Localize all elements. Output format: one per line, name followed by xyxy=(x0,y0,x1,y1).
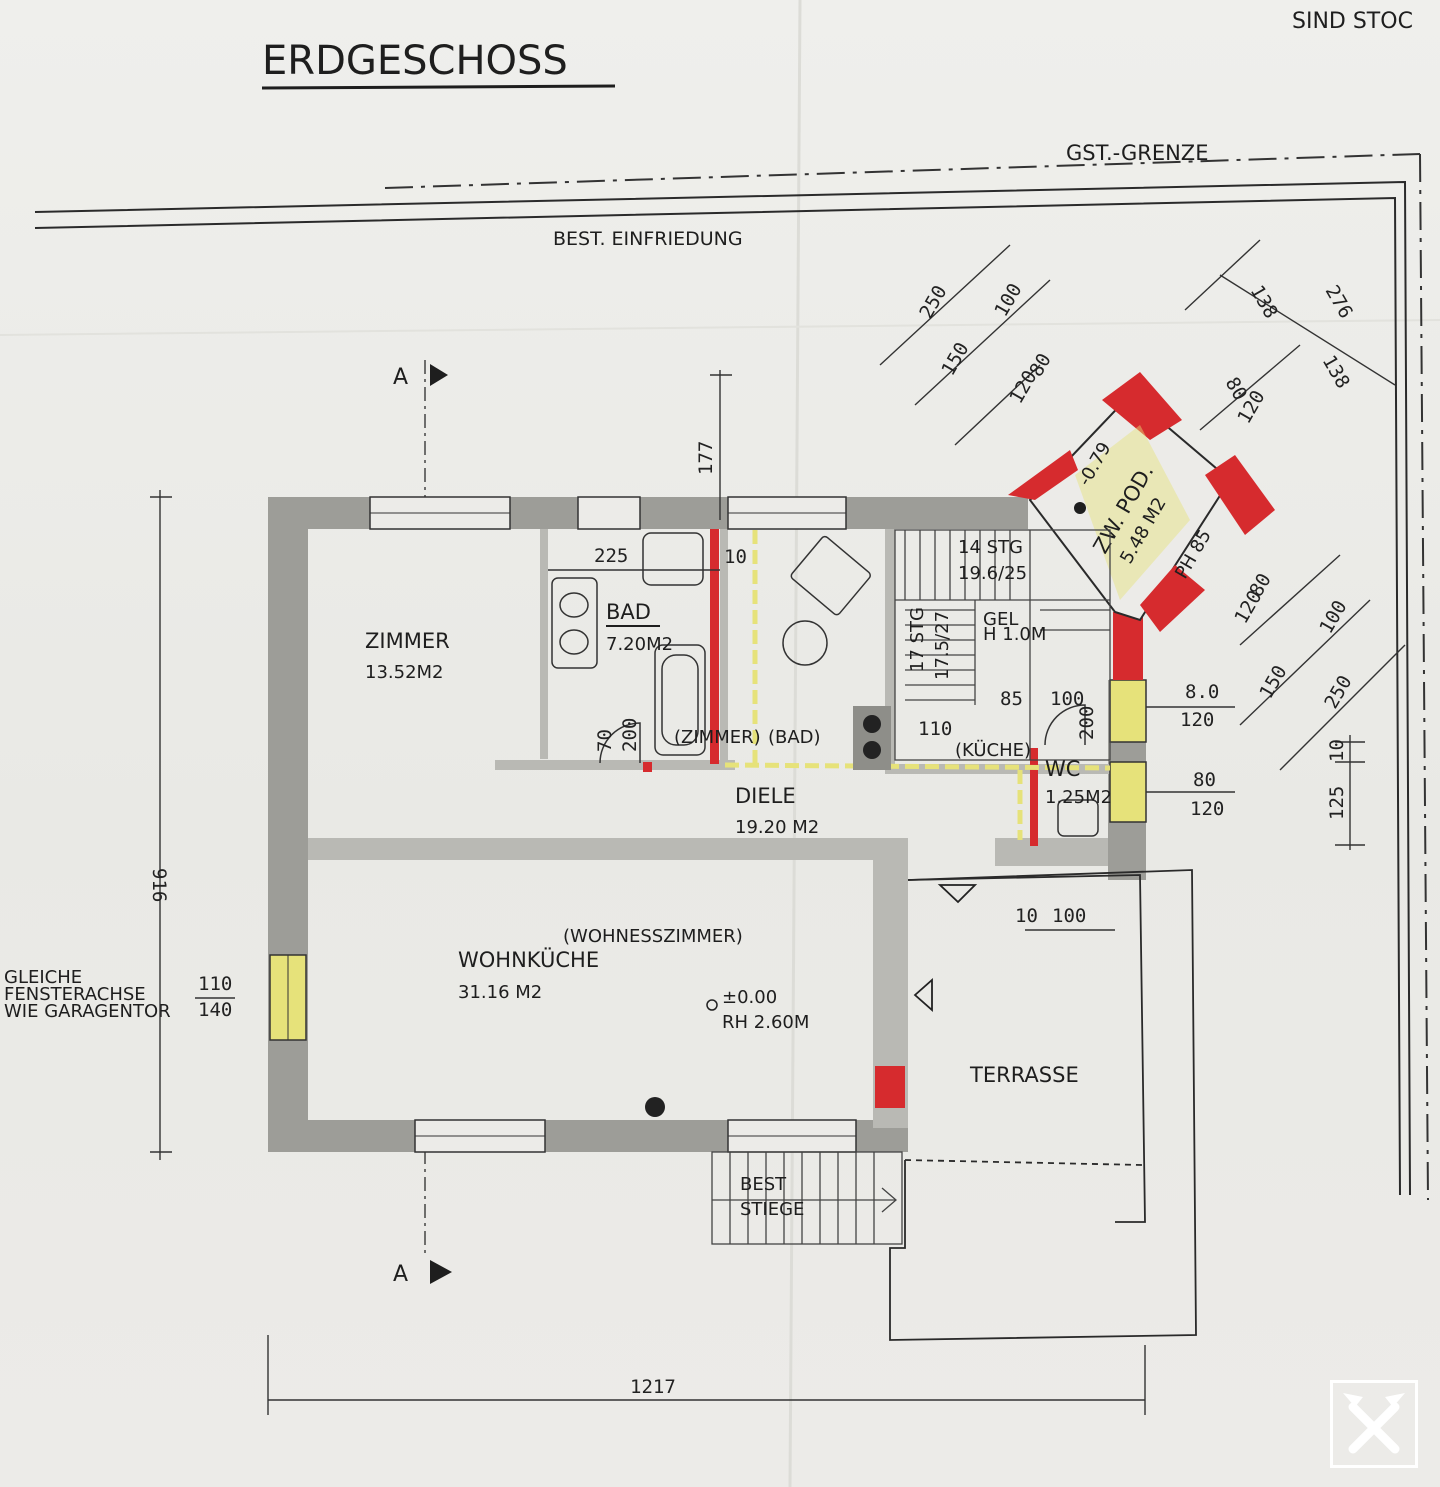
section-marker-bottom: A xyxy=(393,1150,452,1287)
column-marker xyxy=(645,1097,665,1117)
room-bad-name: BAD xyxy=(606,600,651,624)
level-label: ±0.00 xyxy=(722,987,777,1008)
window-right-yellow xyxy=(1109,679,1147,743)
room-wc-name: WC xyxy=(1045,757,1080,781)
dim-916: 916 xyxy=(148,868,170,902)
dim-100: 100 xyxy=(990,280,1026,321)
outer-walls xyxy=(268,497,1146,1152)
dim-200: 200 xyxy=(1076,706,1098,740)
dim-177: 177 xyxy=(695,441,717,475)
room-zimmer-area: 13.52M2 xyxy=(365,662,444,683)
window-axis-note-1: GLEICHE xyxy=(4,967,82,988)
windows-bottom xyxy=(414,1119,857,1153)
room-wohnkueche-area: 31.16 M2 xyxy=(458,982,542,1003)
dim-70: 70 xyxy=(594,729,616,752)
title-underline xyxy=(261,84,616,90)
room-diele-area: 19.20 M2 xyxy=(735,817,819,838)
dim-138: 138 xyxy=(1318,352,1354,393)
dim-110: 110 xyxy=(918,718,952,740)
new-walls-red xyxy=(643,529,1143,1108)
paper-fold xyxy=(788,0,802,1487)
terrace xyxy=(889,869,1197,1341)
gel-label: GEL xyxy=(983,609,1018,630)
bad-alt: (BAD) xyxy=(768,727,821,748)
raiffeisen-cross-icon xyxy=(1330,1380,1418,1468)
svg-text:A: A xyxy=(393,365,408,390)
dim-225: 225 xyxy=(594,545,628,567)
stair-tower: -0.79 ZW. POD. 5.48 M2 PH 85 xyxy=(1008,372,1275,632)
wohnkueche-alt: (WOHNESSZIMMER) xyxy=(563,926,743,947)
dim-10: 10 xyxy=(1326,739,1348,762)
stair-steps-2: 17 STG xyxy=(907,607,928,672)
dim-10: 10 xyxy=(724,546,747,568)
door-arrow xyxy=(913,978,933,1012)
property-boundary: GST.-GRENZE xyxy=(384,141,1429,1201)
dim-110: 110 xyxy=(198,973,232,995)
dim-100: 100 xyxy=(1050,688,1084,710)
dim-8-0: 8.0 xyxy=(1185,681,1219,703)
dim-276: 276 xyxy=(1321,282,1357,323)
room-zimmer-name: ZIMMER xyxy=(365,629,450,653)
wc-fixture xyxy=(1044,704,1099,837)
dimension-lines xyxy=(150,239,1406,1415)
door-arrow xyxy=(937,884,978,904)
fence-label: BEST. EINFRIEDUNG xyxy=(553,228,743,250)
zimmer-alt: (ZIMMER) xyxy=(674,727,761,748)
dim-100: 100 xyxy=(1052,905,1086,927)
dim-120: 120 xyxy=(1180,709,1214,731)
stair-ratio-2: 17.5/27 xyxy=(932,611,953,680)
dining-table xyxy=(782,535,871,666)
dim-140: 140 xyxy=(198,999,232,1021)
svg-text:A: A xyxy=(393,1262,408,1287)
removed-walls-yellow xyxy=(724,530,1111,840)
existing-fence: BEST. EINFRIEDUNG xyxy=(34,180,1411,1196)
room-wc-area: 1.25M2 xyxy=(1045,787,1112,808)
window-axis-note-2: FENSTERACHSE xyxy=(4,984,146,1005)
dim-80: 80 xyxy=(1193,769,1216,791)
dim-125: 125 xyxy=(1326,786,1348,820)
room-bad-area: 7.20M2 xyxy=(606,634,673,655)
kueche-alt: (KÜCHE) xyxy=(955,739,1031,761)
paper-fold xyxy=(0,319,1440,336)
best-stiege-2: STIEGE xyxy=(740,1199,804,1220)
existing-stair xyxy=(711,1151,903,1245)
logo-graphic xyxy=(1343,1393,1405,1454)
dim-10: 10 xyxy=(1015,905,1038,927)
bathroom-fixtures xyxy=(551,532,706,764)
dim-120: 120 xyxy=(1190,798,1224,820)
room-wohnkueche-name: WOHNKÜCHE xyxy=(458,947,599,972)
dim-85: 85 xyxy=(1000,688,1023,710)
gel-height: H 1.0M xyxy=(983,624,1046,645)
room-terrasse-name: TERRASSE xyxy=(969,1063,1079,1087)
windows-top xyxy=(369,496,847,530)
dim-1217: 1217 xyxy=(630,1376,676,1398)
window-right-yellow xyxy=(1109,761,1147,823)
section-marker-top: A xyxy=(393,360,448,500)
dim-150: 150 xyxy=(937,339,973,380)
room-height-label: RH 2.60M xyxy=(722,1012,809,1033)
dim-150: 150 xyxy=(1255,662,1291,703)
room-diele-name: DIELE xyxy=(735,784,796,808)
staircase-main xyxy=(894,529,1111,761)
chimney xyxy=(853,706,891,770)
dim-250: 250 xyxy=(915,282,951,323)
dim-100: 100 xyxy=(1315,597,1351,638)
dim-138: 138 xyxy=(1246,282,1282,323)
level-marker xyxy=(706,999,718,1011)
stair-steps: 14 STG xyxy=(958,537,1023,558)
boundary-label: GST.-GRENZE xyxy=(1066,141,1208,165)
window-axis-note-3: WIE GARAGENTOR xyxy=(4,1001,171,1022)
dim-250: 250 xyxy=(1320,672,1356,713)
plan-title: ERDGESCHOSS xyxy=(262,38,568,84)
best-stiege-1: BEST xyxy=(740,1174,787,1195)
top-right-note: SIND STOC xyxy=(1292,9,1413,34)
stair-ratio: 19.6/25 xyxy=(958,563,1027,584)
dim-200: 200 xyxy=(619,718,641,752)
